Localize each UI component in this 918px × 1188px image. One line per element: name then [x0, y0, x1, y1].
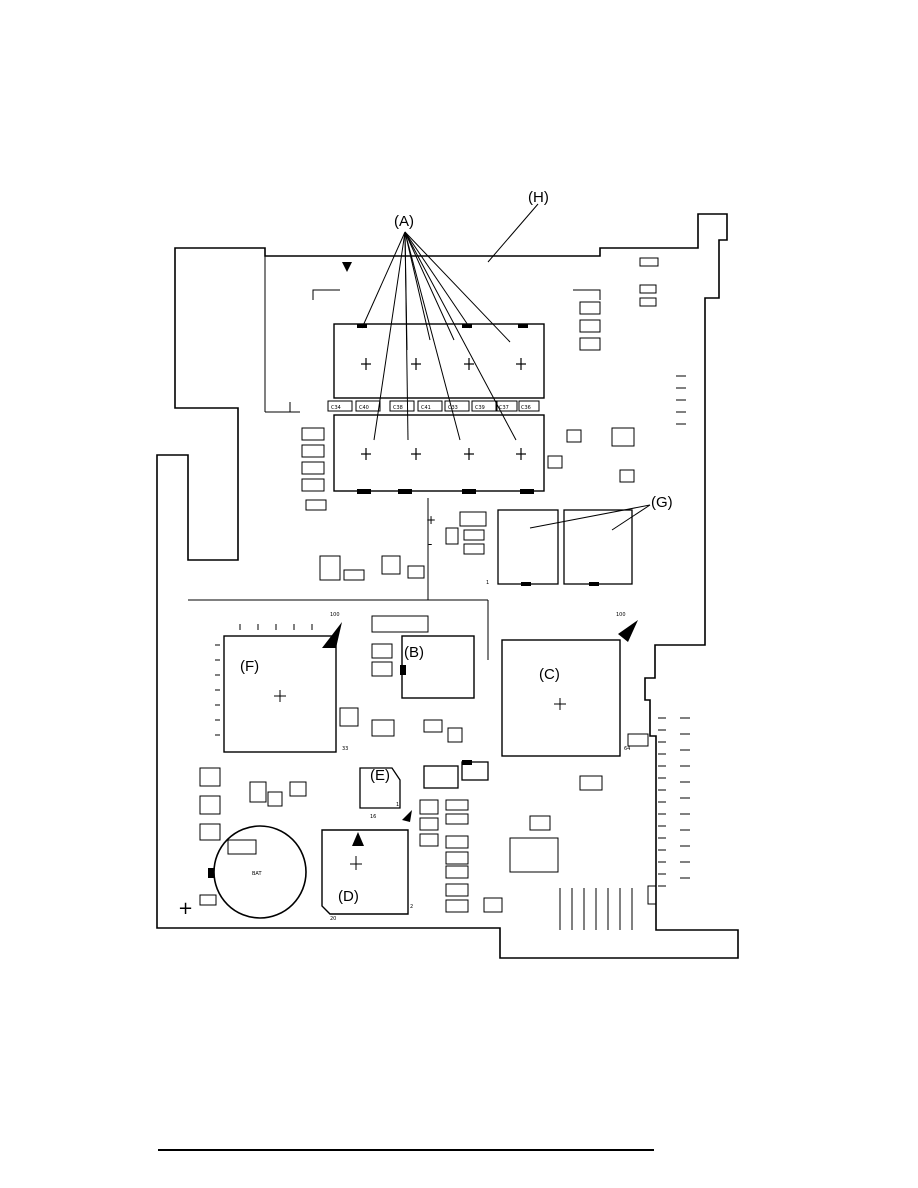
- callout-b: (B): [404, 644, 424, 661]
- battery-label: BAT: [252, 871, 262, 877]
- polarity-plus: +: [426, 513, 436, 527]
- slot-label: C39: [475, 405, 485, 411]
- polarity-minus: -: [428, 537, 432, 551]
- chips-g: 1: [486, 504, 651, 586]
- pin-label: 100: [330, 612, 340, 618]
- slot-label: C34: [331, 405, 341, 411]
- component-right-top: [639, 257, 659, 267]
- chip-f: 100 33: [215, 612, 348, 753]
- board-outline: [156, 213, 739, 959]
- slot-label: C38: [393, 405, 403, 411]
- pin-label: 33: [342, 746, 348, 752]
- pin-label: 20: [330, 916, 336, 922]
- callout-c: (C): [539, 666, 560, 683]
- component-right-edge: [647, 885, 657, 905]
- callout-f: (F): [240, 658, 259, 675]
- slot-label: C37: [499, 405, 509, 411]
- chip-c: 100 64: [501, 612, 638, 757]
- callout-d: (D): [338, 888, 359, 905]
- chip-e: 16 1: [359, 760, 489, 822]
- callout-g: (G): [651, 494, 673, 511]
- pin-label: 2: [410, 904, 413, 910]
- pin-label: 64: [624, 746, 630, 752]
- battery-plus: +: [178, 898, 193, 919]
- slot-label: C36: [521, 405, 531, 411]
- slot-label: C41: [421, 405, 431, 411]
- slot-label: C40: [359, 405, 369, 411]
- resistor-packs-left: [301, 284, 657, 581]
- callout-e: (E): [370, 767, 390, 784]
- components-lower: [199, 707, 649, 913]
- memory-module-area: C34 C40 C38 C41 C33 C39 C37 C36: [289, 231, 601, 494]
- pin-label: 1: [486, 580, 489, 586]
- chip-d: 20 2: [321, 829, 413, 922]
- slot-label: C33: [448, 405, 458, 411]
- battery: BAT +: [178, 825, 307, 919]
- callout-h-leader: [487, 203, 539, 263]
- resistor-column-right: [559, 375, 690, 930]
- lower-divider: [188, 498, 489, 660]
- pin-label: 1: [396, 802, 399, 808]
- pin-label: 16: [370, 814, 376, 820]
- callout-a: (A): [394, 213, 414, 230]
- chip-b: [371, 615, 475, 699]
- callout-h: (H): [528, 189, 549, 206]
- footer-rule: [158, 1149, 654, 1151]
- pin-label: 100: [616, 612, 626, 618]
